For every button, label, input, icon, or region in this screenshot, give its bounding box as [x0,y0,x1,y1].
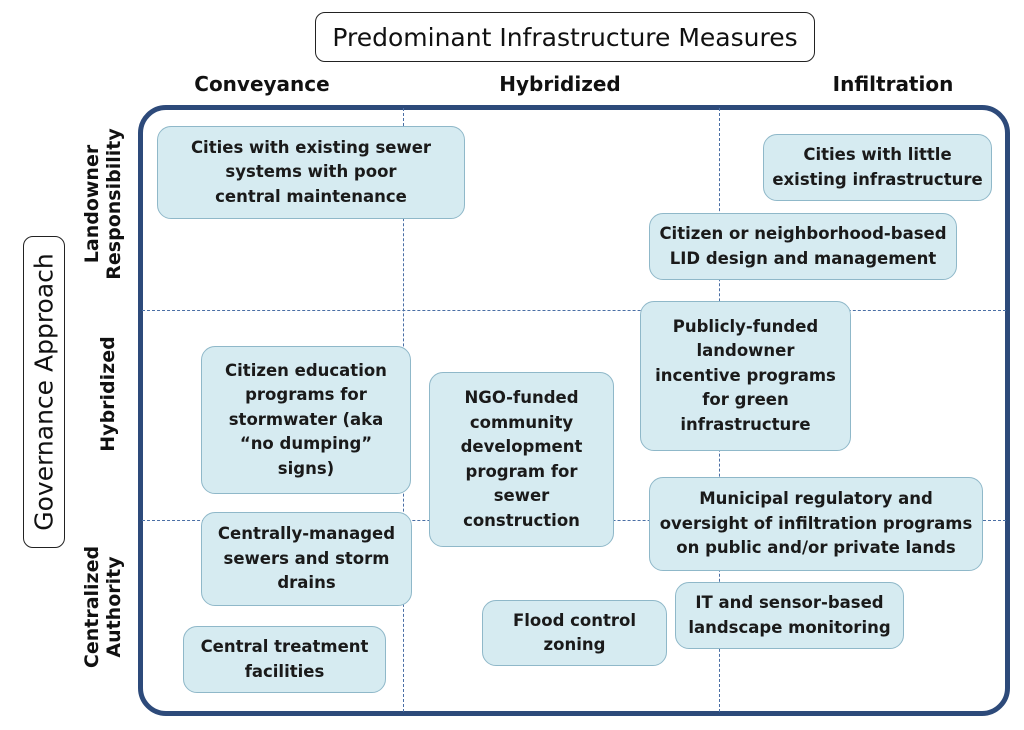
node-line: landowner [696,341,795,361]
node-line: development [460,437,583,456]
node-line: Cities with existing sewer [190,137,432,157]
node-line: signs) [277,458,335,478]
node-line: programs for [245,385,367,405]
node-line: Citizen or neighborhood-based [659,224,947,243]
node-line: landscape monitoring [688,617,891,637]
node-line: systems with poor [225,162,397,182]
node-line: IT and sensor-based [695,593,884,612]
node-line: existing infrastructure [772,169,983,189]
node-line: stormwater (aka [228,409,384,429]
governance-approach-box: Governance Approach [23,236,65,548]
node-line: NGO-funded [464,388,579,407]
node-it-sensor: IT and sensor-based landscape monitoring [675,582,904,649]
matrix-frame [138,105,1010,716]
node-line: facilities [244,661,325,681]
node-central-treatment: Central treatment facilities [183,626,386,693]
node-little-infrastructure: Cities with little existing infrastructu… [763,134,992,201]
column-header-conveyance: Conveyance [194,72,330,96]
node-citizen-education: Citizen education programs for stormwate… [201,346,411,494]
row-header-line: Centralized [81,545,103,669]
node-line: construction [463,510,580,530]
node-line: program for [465,461,578,481]
node-line: sewer [493,486,550,505]
column-header-hybridized: Hybridized [499,72,621,96]
governance-approach-label: Governance Approach [29,253,59,531]
node-line: for green [702,390,789,410]
diagram-title: Predominant Infrastructure Measures [332,22,798,52]
node-line: Municipal regulatory and [699,489,933,509]
node-line: oversight of infiltration programs [659,513,973,533]
node-line: central maintenance [215,186,407,206]
diagram-title-box: Predominant Infrastructure Measures [315,12,815,62]
node-line: drains [277,573,336,593]
row-divider [142,310,1006,311]
column-header-infiltration: Infiltration [832,72,954,96]
node-line: “no dumping” [239,434,373,454]
node-line: Citizen education [225,360,387,380]
node-line: incentive programs [655,365,836,385]
node-municipal-regulatory: Municipal regulatory and oversight of in… [649,477,983,571]
row-header-line: Landowner [81,144,103,264]
node-line: on public and/or private lands [676,538,956,558]
row-header-line: Authority [103,556,125,658]
node-line: zoning [543,635,606,654]
node-line: sewers and storm [223,548,390,568]
row-header-line: Hybridized [97,336,119,452]
node-line: infrastructure [680,414,811,434]
row-header-line: Responsibility [103,128,125,280]
node-publicly-funded: Publicly-funded landowner incentive prog… [640,301,851,451]
node-centrally-managed: Centrally-managed sewers and storm drain… [201,512,412,606]
node-line: Centrally-managed [217,524,396,544]
node-lid-design: Citizen or neighborhood-based LID design… [649,213,957,280]
node-line: community [469,412,574,432]
node-ngo-funded: NGO-funded community development program… [429,372,614,547]
node-line: Cities with little [803,145,952,164]
node-line: Central treatment [200,637,369,656]
node-line: LID design and management [669,248,937,268]
node-line: Flood control [512,610,637,630]
node-existing-sewer: Cities with existing sewer systems with … [157,126,465,219]
node-flood-control: Flood control zoning [482,600,667,666]
node-line: Publicly-funded [672,316,819,336]
